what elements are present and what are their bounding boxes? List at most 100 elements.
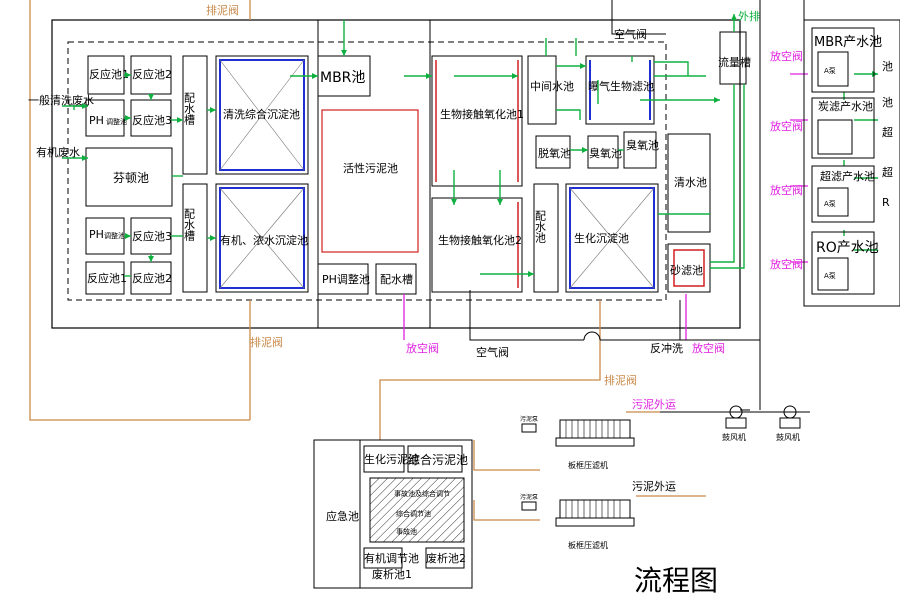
bio-oxidation-tank-1 (431, 55, 523, 187)
emergency-block (313, 439, 473, 589)
aeration-biofilter-label: 曝气生物滤池 (588, 79, 654, 93)
sludge-pump-2 (521, 501, 537, 511)
fenton-tank-label: 芬顿池 (113, 171, 149, 185)
distribution-trough-3 (375, 263, 417, 295)
intermediate-tank (527, 55, 557, 125)
discharge-label: 外排 (738, 9, 760, 23)
pump-r4-label: A泵 (824, 272, 836, 280)
blower-1-label: 鼓风机 (722, 432, 746, 442)
hatched-label-3: 事故池 (396, 527, 417, 536)
combined-sludge-tank (407, 445, 463, 473)
reaction-tank-3b-label: 反应池3 (132, 229, 172, 243)
sludge-pump-2-label: 污泥泵 (520, 493, 538, 501)
ultrafiltration-label: 超滤产水池 (820, 169, 875, 183)
ph-tank-b-sublabel: 调整池 (104, 231, 125, 240)
distribution-trough-3-label: 配水槽 (380, 273, 413, 286)
sludge-valve-top: 排泥阀 (206, 3, 239, 17)
sludge-transport-2: 污泥外运 (632, 480, 676, 493)
ro-product-tank (811, 231, 875, 295)
vent-valve-r4: 放空阀 (770, 257, 803, 271)
biochem-sludge-tank (363, 445, 405, 473)
bio-oxidation-2-label: 生物接触氧化池2 (438, 233, 522, 247)
reaction-tank-2b-label: 反应池2 (132, 271, 172, 285)
ph-tank-b-label: PH (89, 228, 104, 241)
carbon-filter-label: 炭滤产水池 (818, 99, 873, 113)
analysis-tank-2 (425, 547, 465, 569)
flow-trough-label: 流量槽 (718, 55, 751, 69)
distribution-trough-1 (182, 55, 208, 175)
pump-r1-label: A泵 (824, 67, 836, 75)
activated-sludge-tank (321, 109, 419, 253)
ozone-tank-1 (587, 135, 619, 169)
flow-trough (719, 31, 747, 85)
sludge-lines (29, 0, 706, 521)
ro-product-label: RO产水池 (816, 240, 879, 256)
cut-label-3: 超 (882, 125, 893, 139)
filter-press-1-label: 板框压滤机 (568, 460, 608, 470)
cut-label-2: 池 (882, 96, 893, 109)
distribution-tank-4-label: 配水池 (534, 210, 547, 243)
hatched-label-1: 事故池及综合调节 (394, 489, 450, 498)
analysis-tank-1-label: 废析池1 (372, 567, 412, 581)
mbr-product-label: MBR产水池 (814, 35, 882, 50)
sludge-pump-1-label: 污泥泵 (520, 415, 538, 423)
reaction-tank-2a-label: 反应池2 (132, 67, 172, 81)
vent-lines (403, 73, 808, 340)
pipe-lines (660, 0, 805, 413)
sludge-valve-mid: 排泥阀 (604, 373, 637, 387)
mbr-tank-label: MBR池 (320, 70, 365, 86)
deoxygen-tank-label: 脱氧池 (538, 146, 571, 160)
bio-oxidation-1-label: 生物接触氧化池1 (440, 107, 524, 121)
clear-water-tank (667, 133, 711, 233)
fenton-tank (85, 147, 173, 207)
clear-water-label: 清水池 (674, 176, 707, 189)
biochemical-sedimentation-label: 生化沉淀池 (574, 231, 629, 245)
distribution-trough-2-label: 配水槽 (183, 208, 196, 242)
deoxygen-tank (535, 135, 571, 169)
reaction-tank-1b (85, 261, 125, 295)
filter-press-2 (555, 499, 635, 527)
cut-label-5: R (882, 196, 890, 209)
ph-adjust-tank (317, 263, 369, 295)
hatched-label-2: 综合调节池 (396, 509, 431, 518)
sludge-valve-left: 排泥阀 (250, 335, 283, 349)
sludge-pump-1 (521, 423, 537, 433)
vent-valve-1: 放空阀 (406, 341, 439, 355)
reaction-tank-1a-label: 反应池1 (89, 67, 129, 81)
bio-oxidation-tank-2 (431, 197, 523, 293)
vent-valve-r3: 放空阀 (770, 183, 803, 197)
mbr-product-tank (811, 27, 875, 93)
analysis-tank-2-label: 废析池2 (426, 551, 466, 565)
ph-adjust-label: PH调整池 (322, 272, 370, 286)
activated-sludge-label: 活性污泥池 (343, 161, 398, 175)
reaction-tank-1b-label: 反应池1 (87, 271, 127, 285)
vent-valve-r2: 放空阀 (770, 119, 803, 133)
distribution-trough-1-label: 配水槽 (183, 92, 196, 126)
combined-sludge-label: 综合污泥池 (408, 452, 468, 467)
backwash-label: 反冲洗 (650, 341, 683, 355)
product-water-block (803, 19, 900, 307)
ph-tank-a-label: PH (89, 114, 104, 127)
filter-press-1 (555, 419, 635, 447)
cut-label-1: 池 (882, 60, 893, 73)
cleaning-sedimentation-tank (215, 55, 309, 175)
vent-valve-r1: 放空阀 (770, 49, 803, 63)
dashed-boundary (67, 41, 667, 301)
column-boundary (317, 19, 431, 329)
ozone-tank-2-label: 臭氧池 (626, 138, 659, 152)
cut-label-4: 超 (882, 165, 893, 179)
reaction-tank-3a-label: 反应池3 (132, 113, 172, 127)
biochemical-sedimentation-tank (565, 183, 659, 293)
organic-regulating-tank (363, 547, 403, 569)
blower-1 (716, 405, 756, 429)
air-lines (469, 0, 761, 411)
organic-sedimentation-label: 有机、浓水沉淀池 (220, 233, 308, 247)
organic-regulating-label: 有机调节池 (364, 551, 419, 565)
intermediate-tank-label: 中间水池 (530, 80, 574, 93)
flowchart-title: 流程图 (634, 564, 718, 597)
distribution-tank-4 (533, 183, 559, 293)
carbon-filter-tank (811, 97, 875, 159)
sand-filter-label: 砂滤池 (670, 264, 703, 277)
general-wastewater-label: 一般清洗废水 (28, 93, 94, 107)
